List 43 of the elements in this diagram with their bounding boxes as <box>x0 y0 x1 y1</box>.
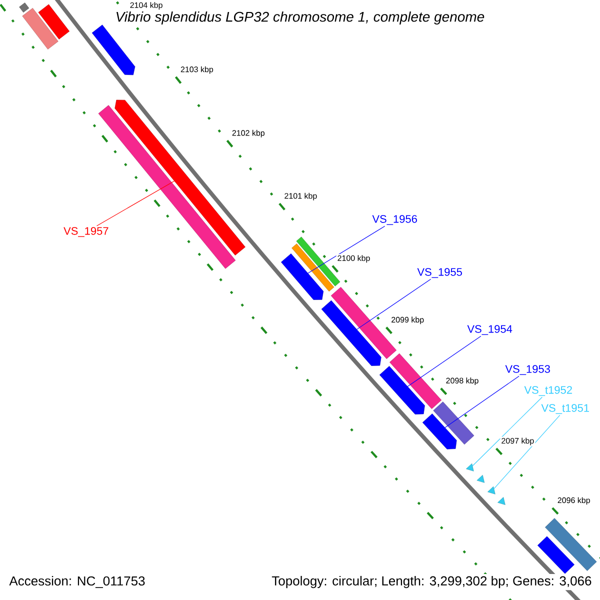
gene-bar <box>22 8 58 50</box>
gene-bar <box>433 402 474 445</box>
leader-line <box>308 226 386 274</box>
gene-feature <box>422 414 457 450</box>
gene-bar <box>38 4 70 40</box>
gene-label: VS_1956 <box>372 215 417 225</box>
gene-label: VS_1953 <box>505 365 550 375</box>
trna-triangle <box>488 486 496 494</box>
gene-feature <box>321 300 382 366</box>
tick-label: 2098 kbp <box>444 376 480 386</box>
gene-bar <box>292 244 334 292</box>
gene-bar <box>537 536 574 574</box>
tick-label: 2097 kbp <box>500 436 536 446</box>
leader-line <box>494 414 560 490</box>
title: Vibrio splendidus LGP32 chromosome 1, complete genome <box>114 10 486 26</box>
leader-line <box>407 336 482 387</box>
leader-line <box>96 180 175 226</box>
tick-label: 2099 kbp <box>390 316 426 326</box>
genome-info-text: Topology: circular; Length: 3,299,302 bp; Genes: 3,066 <box>270 574 594 590</box>
tick-label: 2096 kbp <box>556 496 592 506</box>
leader-line <box>356 278 432 330</box>
tick-label: 2100 kbp <box>336 254 372 264</box>
gene-feature <box>92 24 136 76</box>
trna-triangle <box>476 474 485 483</box>
gene-label: VS_1957 <box>64 227 108 237</box>
gene-label: VS_t1952 <box>524 386 572 396</box>
tick-label: 2103 kbp <box>180 65 214 75</box>
gene-bar <box>545 518 597 571</box>
tick-label: 2102 kbp <box>230 128 266 138</box>
trna-triangle <box>498 497 506 505</box>
gene-label: VS_t1951 <box>541 404 589 414</box>
leader-line <box>444 376 520 428</box>
gene-feature <box>281 253 324 300</box>
gene-label: VS_1954 <box>467 325 512 335</box>
gene-label: VS_1955 <box>417 268 462 278</box>
tick-label: 2101 kbp <box>283 192 318 202</box>
accession-text: Accession: NC_011753 <box>9 576 145 588</box>
gene-feature <box>379 366 425 414</box>
leader-line <box>472 396 542 466</box>
gene-bar <box>19 2 30 13</box>
gene-bar <box>390 353 442 409</box>
tick-label: 2104 kbp <box>128 1 164 11</box>
trna-triangle <box>466 463 474 472</box>
